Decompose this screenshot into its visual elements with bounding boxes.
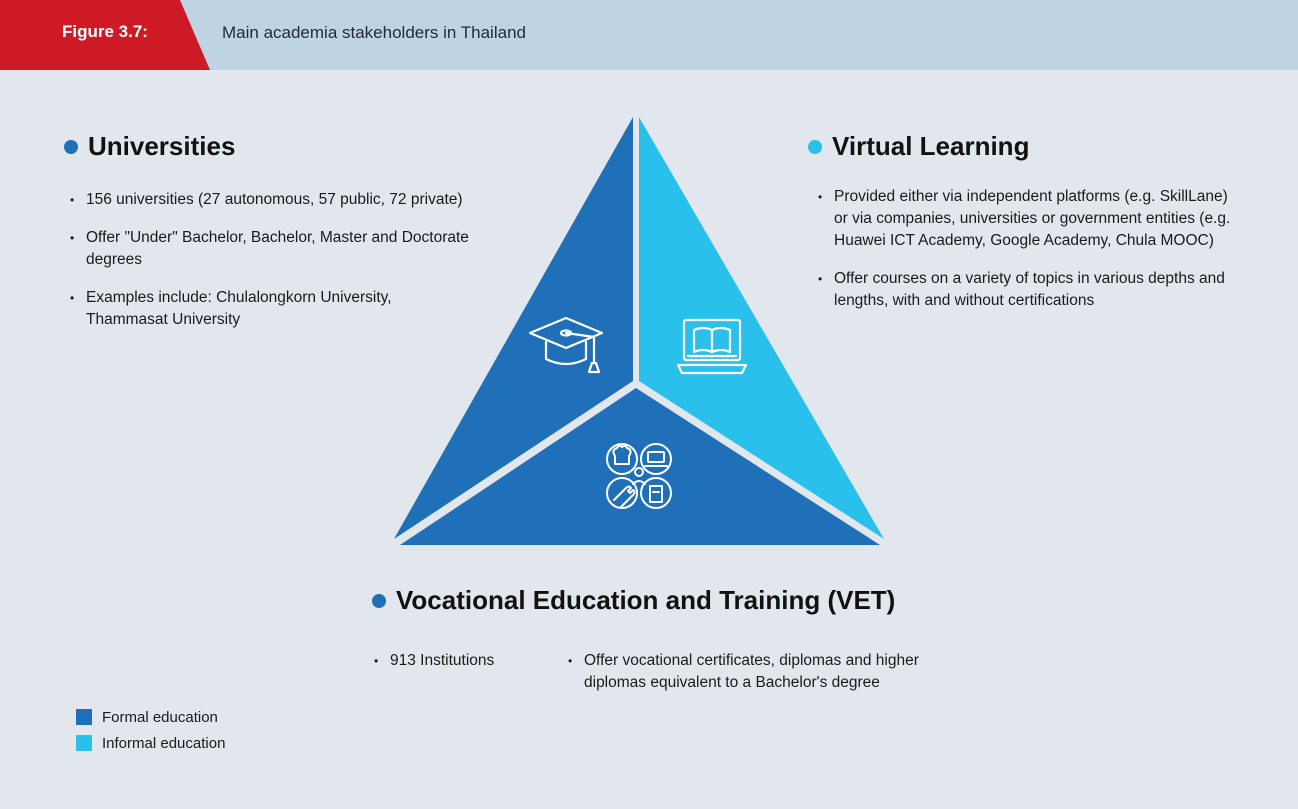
legend-item-informal: Informal education [76, 734, 225, 752]
figure-title: Main academia stakeholders in Thailand [222, 23, 526, 42]
virtual-learning-segment [639, 117, 884, 539]
universities-item: Examples include: Chulalongkorn Universi… [66, 287, 476, 331]
legend: Formal education Informal education [76, 708, 225, 760]
universities-bullet-dot [64, 139, 78, 154]
virtual-learning-item: Offer courses on a variety of topics in … [814, 268, 1234, 312]
figure-number-tab: Figure 3.7: [0, 0, 210, 70]
legend-label-informal: Informal education [102, 734, 226, 752]
laptop-book-icon [676, 318, 748, 375]
universities-item: 156 universities (27 autonomous, 57 publ… [66, 189, 476, 211]
vet-item: 913 Institutions [370, 650, 550, 672]
universities-segment [394, 117, 633, 539]
legend-label-formal: Formal education [102, 708, 218, 726]
legend-item-formal: Formal education [76, 708, 225, 726]
universities-list: 156 universities (27 autonomous, 57 publ… [66, 189, 476, 347]
universities-title: Universities [88, 131, 236, 161]
virtual-learning-list: Provided either via independent platform… [814, 186, 1234, 328]
universities-item: Offer "Under" Bachelor, Bachelor, Master… [66, 227, 476, 271]
virtual-learning-heading: Virtual Learning [808, 131, 1029, 162]
vet-heading: Vocational Education and Training (VET) [372, 585, 895, 616]
vet-bullet-dot [372, 593, 386, 608]
figure-header [0, 0, 1298, 70]
vet-title: Vocational Education and Training (VET) [396, 585, 896, 615]
figure-number: Figure 3.7: [62, 22, 148, 41]
formal-swatch [76, 709, 92, 725]
vet-item: Offer vocational certificates, diplomas … [564, 650, 919, 694]
virtual-learning-title: Virtual Learning [832, 131, 1030, 161]
universities-heading: Universities [64, 131, 235, 162]
vet-list-left: 913 Institutions [370, 650, 550, 688]
virtual-learning-item: Provided either via independent platform… [814, 186, 1234, 252]
virtual-learning-bullet-dot [808, 139, 822, 154]
informal-swatch [76, 735, 92, 751]
graduation-cap-icon [528, 316, 604, 374]
vet-segment [400, 388, 880, 545]
vocational-tools-icon [606, 443, 672, 509]
vet-list-right: Offer vocational certificates, diplomas … [564, 650, 919, 710]
